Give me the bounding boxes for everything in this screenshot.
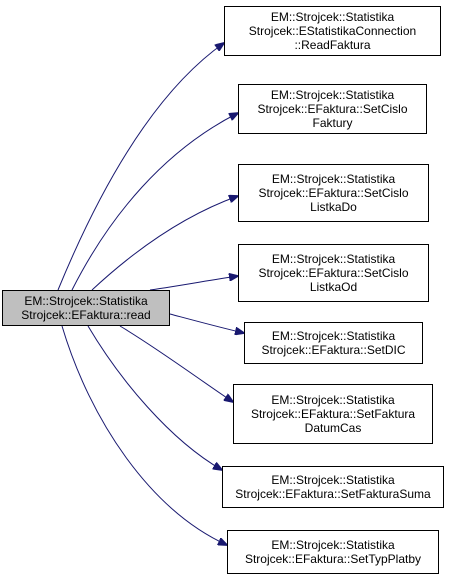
source-node-efaktura-read[interactable]: EM::Strojcek::Statistika Strojcek::EFakt… bbox=[2, 290, 170, 326]
target-node-setfakturadatumcas[interactable]: EM::Strojcek::Statistika Strojcek::EFakt… bbox=[233, 384, 433, 444]
target-node-line: EM::Strojcek::Statistika bbox=[270, 88, 395, 102]
target-node-setcislofaktury[interactable]: EM::Strojcek::Statistika Strojcek::EFakt… bbox=[238, 84, 427, 134]
target-node-setcislolistkaod[interactable]: EM::Strojcek::Statistika Strojcek::EFakt… bbox=[238, 244, 429, 302]
source-node-line-2: Strojcek::EFaktura::read bbox=[21, 308, 151, 322]
edge-to-setfakturadatumcas bbox=[119, 325, 233, 402]
target-node-line: EM::Strojcek::Statistika bbox=[271, 473, 395, 487]
call-edges bbox=[57, 43, 244, 545]
target-node-line: Strojcek::EStatistikaConnection bbox=[248, 24, 417, 38]
edge-to-settypplatby bbox=[61, 325, 227, 545]
target-node-line: Strojcek::EFaktura::SetTypPlatby bbox=[244, 552, 422, 566]
target-node-setfakturasuma[interactable]: EM::Strojcek::Statistika Strojcek::EFakt… bbox=[222, 466, 444, 508]
edge-to-readfaktura bbox=[57, 43, 224, 291]
target-node-line: Strojcek::EFaktura::SetCislo bbox=[257, 102, 408, 116]
target-node-line: Faktury bbox=[312, 116, 353, 130]
target-node-settypplatby[interactable]: EM::Strojcek::Statistika Strojcek::EFakt… bbox=[227, 530, 439, 574]
target-node-line: EM::Strojcek::Statistika bbox=[271, 538, 395, 552]
target-node-line: EM::Strojcek::Statistika bbox=[271, 172, 396, 186]
edge-to-setdic bbox=[169, 313, 244, 333]
target-node-line: Strojcek::EFaktura::SetCislo bbox=[258, 266, 409, 280]
target-node-setcislolistkado[interactable]: EM::Strojcek::Statistika Strojcek::EFakt… bbox=[238, 164, 429, 222]
target-node-line: Strojcek::EFaktura::SetFaktura bbox=[250, 407, 416, 421]
target-node-line: EM::Strojcek::Statistika bbox=[271, 252, 396, 266]
target-node-line: Strojcek::EFaktura::SetDIC bbox=[261, 343, 406, 357]
target-node-setdic[interactable]: EM::Strojcek::Statistika Strojcek::EFakt… bbox=[244, 322, 423, 364]
target-node-line: ListkaDo bbox=[310, 200, 357, 214]
edge-to-setcislolistkado bbox=[91, 196, 238, 291]
edge-to-setcislolistkaod bbox=[149, 276, 238, 291]
edge-to-setcislofaktury bbox=[71, 113, 238, 291]
target-node-line: ListkaOd bbox=[309, 280, 358, 294]
target-node-line: Strojcek::EFaktura::SetCislo bbox=[258, 186, 409, 200]
target-node-line: Strojcek::EFaktura::SetFakturaSuma bbox=[235, 487, 431, 501]
source-node-line-1: EM::Strojcek::Statistika bbox=[24, 294, 148, 308]
target-node-line: EM::Strojcek::Statistika bbox=[271, 329, 396, 343]
target-node-line: DatumCas bbox=[304, 421, 362, 435]
target-node-line: ::ReadFaktura bbox=[294, 38, 371, 52]
edge-to-setfakturasuma bbox=[87, 325, 222, 470]
target-node-line: EM::Strojcek::Statistika bbox=[270, 10, 395, 24]
target-node-readfaktura[interactable]: EM::Strojcek::Statistika Strojcek::EStat… bbox=[224, 6, 441, 56]
target-node-line: EM::Strojcek::Statistika bbox=[271, 393, 395, 407]
